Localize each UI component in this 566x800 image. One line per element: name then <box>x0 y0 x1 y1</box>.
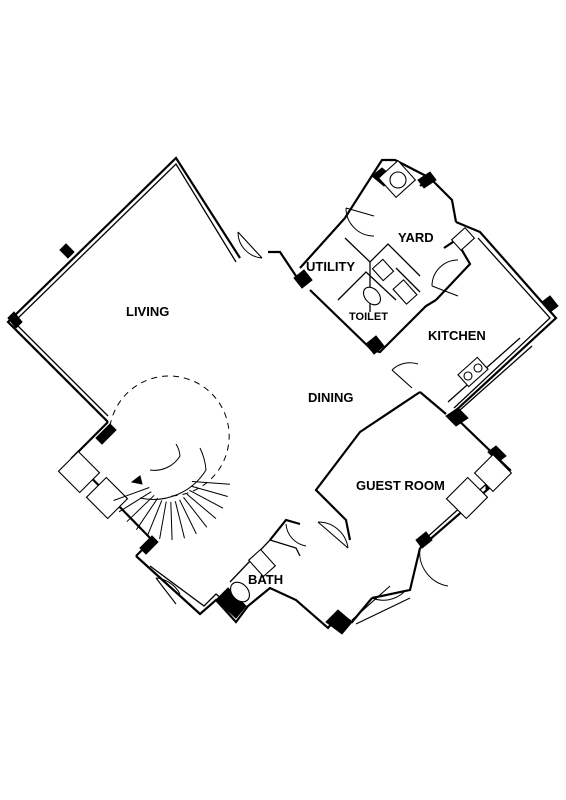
stair-tread <box>174 501 185 539</box>
stair-tread <box>147 500 163 536</box>
outer-walls <box>6 156 558 630</box>
stair-tread <box>191 481 230 485</box>
stair-tread <box>183 496 208 528</box>
interior-walls <box>229 237 533 583</box>
bath-label: BATH <box>248 572 283 587</box>
yard-label: YARD <box>398 230 434 245</box>
living-label: LIVING <box>126 304 169 319</box>
room-labels: LIVING DINING UTILITY YARD TOILET KITCHE… <box>126 230 486 587</box>
stair-tread <box>179 499 197 535</box>
stair-tread <box>135 497 159 530</box>
utility-label: UTILITY <box>306 259 355 274</box>
guest-room-label: GUEST ROOM <box>356 478 445 493</box>
doors <box>155 207 459 625</box>
kitchen-label: KITCHEN <box>428 328 486 343</box>
stair-tread <box>113 487 150 501</box>
toilet-label: TOILET <box>349 311 388 323</box>
dining-label: DINING <box>308 390 354 405</box>
thick-wall-segments <box>7 167 559 635</box>
stair-tread <box>159 501 167 540</box>
stair-tread <box>170 501 173 541</box>
stair-tread <box>190 485 228 497</box>
fixtures <box>57 159 513 603</box>
stair-tread <box>186 493 217 519</box>
spiral-staircase <box>109 375 230 541</box>
stair-tread <box>126 494 155 523</box>
stair-tread <box>189 489 224 509</box>
stair-tread <box>118 491 152 513</box>
